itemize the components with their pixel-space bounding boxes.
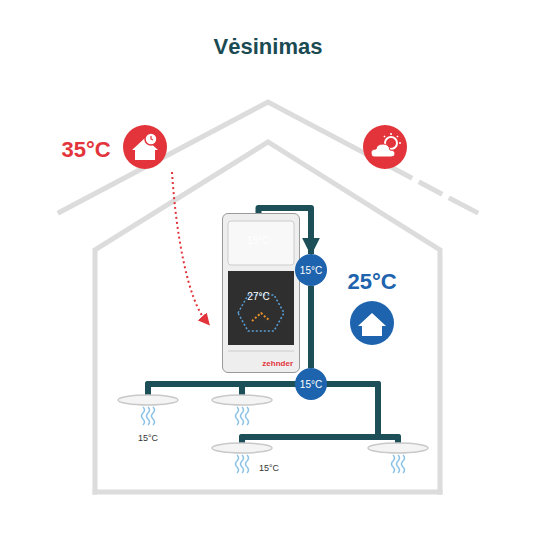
ceiling-diffusers <box>118 395 428 453</box>
temperature-value: 27°C <box>247 291 269 302</box>
warm-air-arrow <box>172 172 206 321</box>
brand-logo: zehnder <box>262 359 293 368</box>
air-wave <box>152 407 155 425</box>
indoor-icon <box>350 301 394 345</box>
air-wave <box>236 407 239 425</box>
air-wave <box>246 455 249 473</box>
diagram-title: Vėsinimas <box>214 34 323 60</box>
temperature-label: 35°C <box>61 137 110 163</box>
unit-panel <box>228 221 294 265</box>
air-wave <box>147 407 150 425</box>
air-wave <box>392 455 395 473</box>
air-wave <box>142 407 145 425</box>
temperature-value: 15°C <box>300 265 322 276</box>
air-wave <box>236 455 239 473</box>
schedule-icon <box>123 125 167 169</box>
unit-seam <box>228 350 294 351</box>
temperature-circle: 15°C <box>295 254 327 286</box>
temperature-label: 15°C <box>259 463 279 473</box>
heat-exchanger-bay <box>228 271 294 345</box>
temperature-circle: 15°C <box>295 368 327 400</box>
air-wave <box>246 407 249 425</box>
air-wave <box>402 455 405 473</box>
temperature-value: 15°C <box>247 235 269 246</box>
weather-icon <box>363 125 407 169</box>
air-wave <box>397 455 400 473</box>
temperature-value: 15°C <box>300 379 322 390</box>
air-wave <box>241 455 244 473</box>
air-wave <box>241 407 244 425</box>
temperature-label: 25°C <box>347 269 396 295</box>
airflow-chevron <box>252 313 270 321</box>
duct-connector <box>308 286 314 368</box>
cool-air-waves <box>142 407 405 473</box>
temperature-label: 15°C <box>138 433 158 443</box>
house-outline <box>60 102 476 492</box>
ventilation-unit: 15°C 27°C zehnder <box>222 213 300 373</box>
heat-exchanger <box>238 295 284 331</box>
duct-pipes <box>148 384 398 444</box>
